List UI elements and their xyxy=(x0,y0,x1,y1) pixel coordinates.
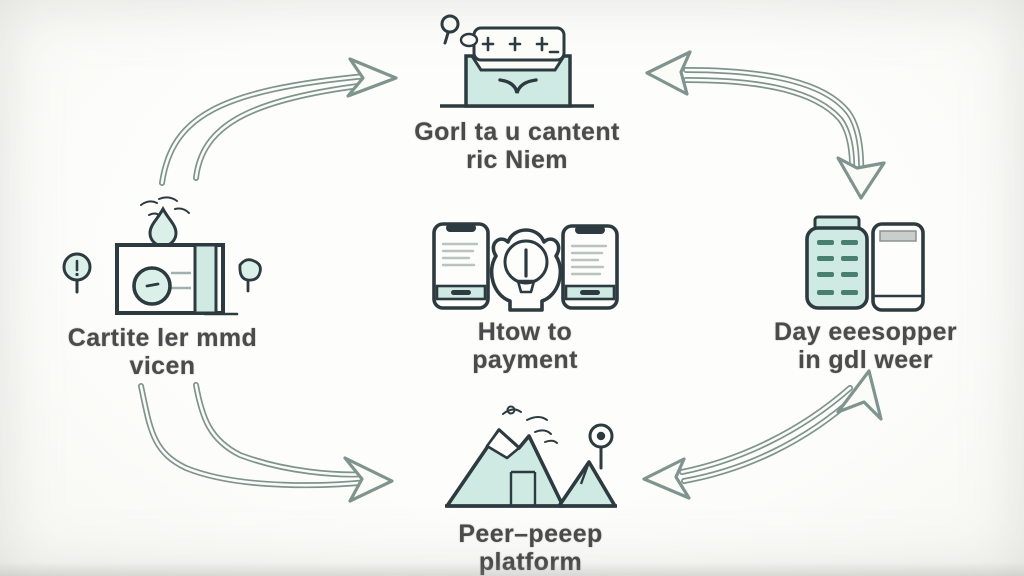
device-clock-icon xyxy=(62,196,262,316)
phones-lightbulb-icon xyxy=(431,222,619,312)
node-bottom: Peer–peeep platform xyxy=(408,402,653,576)
node-top-line2: ric Niem xyxy=(466,146,568,174)
mountains-flag-icon xyxy=(444,405,617,508)
arrow-left-to-bottom-icon xyxy=(138,382,394,503)
node-bottom-label: Peer–peeep platform xyxy=(458,520,602,576)
devices-list-icon xyxy=(805,215,925,312)
node-bottom-line1: Peer–peeep xyxy=(458,520,603,548)
arrow-top-right-bidirectional-icon xyxy=(645,50,886,200)
node-top-label: Gorl ta u cantent ric Niem xyxy=(414,118,619,174)
node-right-line1: Day eeesopper xyxy=(773,318,958,346)
arrow-left-to-top-icon xyxy=(159,57,398,186)
arrow-bottom-right-bidirectional-icon xyxy=(642,369,883,500)
node-top-line1: Gorl ta u cantent xyxy=(414,118,620,146)
node-left: Cartite ler mmd vicen xyxy=(35,193,290,380)
node-center-line1: Htow to xyxy=(477,318,573,346)
node-left-line1: Cartite ler mmd xyxy=(67,324,258,352)
node-right-line2: in gdl weer xyxy=(798,346,933,374)
node-bottom-line2: platform xyxy=(478,548,583,576)
node-left-label: Cartite ler mmd vicen xyxy=(68,324,257,380)
node-center-label: Htow to payment xyxy=(472,318,578,374)
node-right-label: Day eeesopper in gdl weer xyxy=(774,318,957,374)
node-left-line2: vicen xyxy=(129,352,196,380)
node-center-line2: payment xyxy=(472,346,578,374)
inbox-document-icon xyxy=(440,14,594,108)
node-center: Htow to payment xyxy=(400,220,650,374)
node-top: Gorl ta u cantent ric Niem xyxy=(392,12,642,174)
node-right: Day eeesopper in gdl weer xyxy=(748,214,983,374)
